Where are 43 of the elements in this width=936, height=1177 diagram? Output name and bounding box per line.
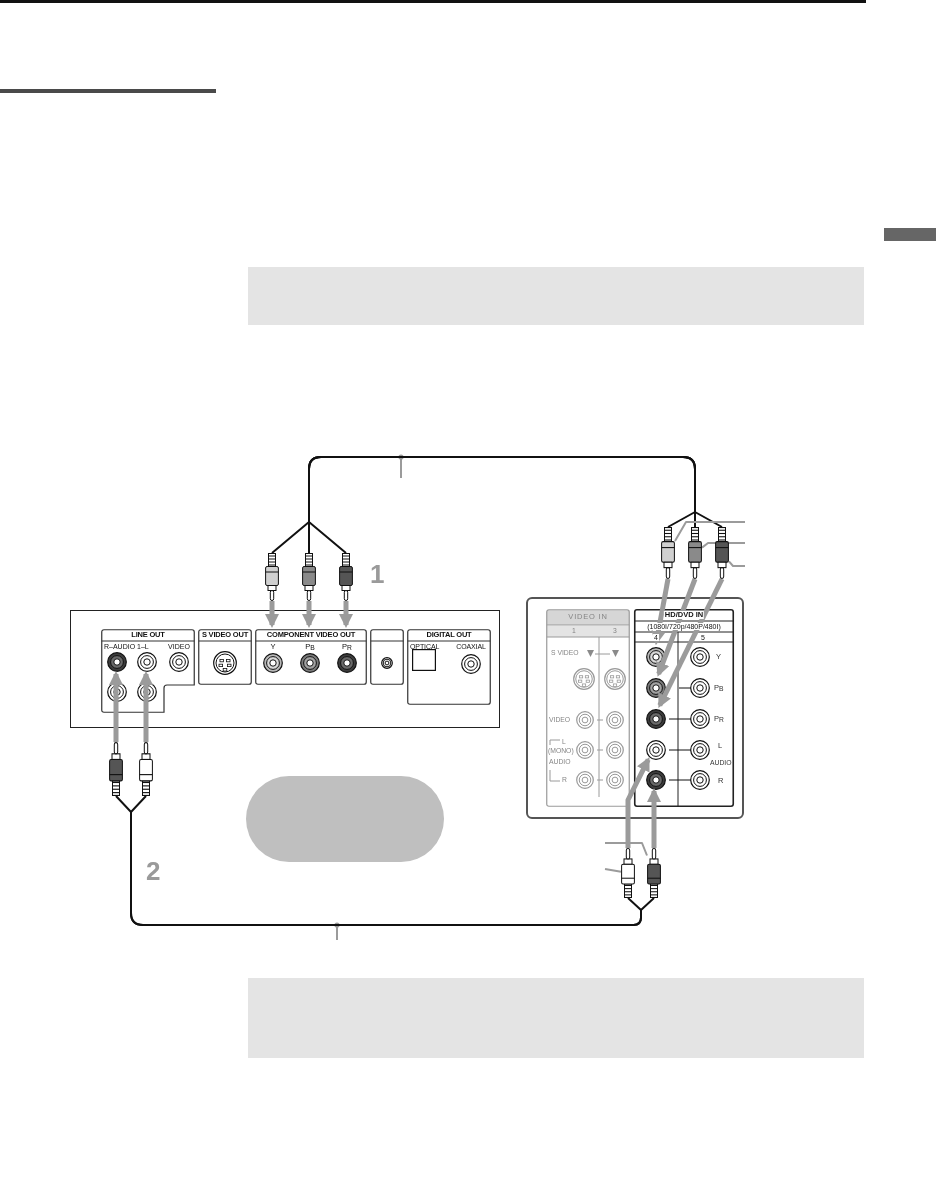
arrow [625,756,651,848]
step-number: 2 [146,858,161,884]
jack-icon [646,678,666,698]
arrow [109,671,123,742]
leader-line [604,868,622,873]
jack-icon [646,740,666,760]
plug-icon [661,527,675,579]
plug-icon [621,848,635,898]
arrow [302,601,316,628]
jack-panel [370,629,404,685]
arrow [656,578,698,677]
jack-panel [198,629,252,685]
jack-icon [646,770,666,790]
plug-icon [109,742,123,796]
plug-icon [339,553,353,601]
jack-panel [101,629,195,713]
jack-panel [634,609,734,807]
jack-icon [646,709,666,729]
jack-icon [107,652,127,672]
rear-panel [70,610,500,728]
step-number: 1 [370,561,385,587]
leader-line [604,842,648,857]
plug-icon [265,553,279,601]
arrow [647,788,661,848]
leader-line [701,542,746,549]
arrow [265,601,279,628]
jack-panel [546,609,630,807]
jack-icon [137,652,157,672]
plug-icon [715,527,729,579]
leader-line [728,560,746,567]
arrow [339,601,353,628]
jack-panel [407,629,491,705]
rear-panel [526,597,744,819]
arrow [139,671,153,742]
jack-icon [646,647,666,667]
leader-line [674,521,746,542]
jack-panel [255,629,367,685]
plug-icon [647,848,661,898]
plug-icon [139,742,153,796]
plug-icon [688,527,702,579]
arrow [657,577,725,709]
arrow [651,578,671,646]
plug-icon [302,553,316,601]
